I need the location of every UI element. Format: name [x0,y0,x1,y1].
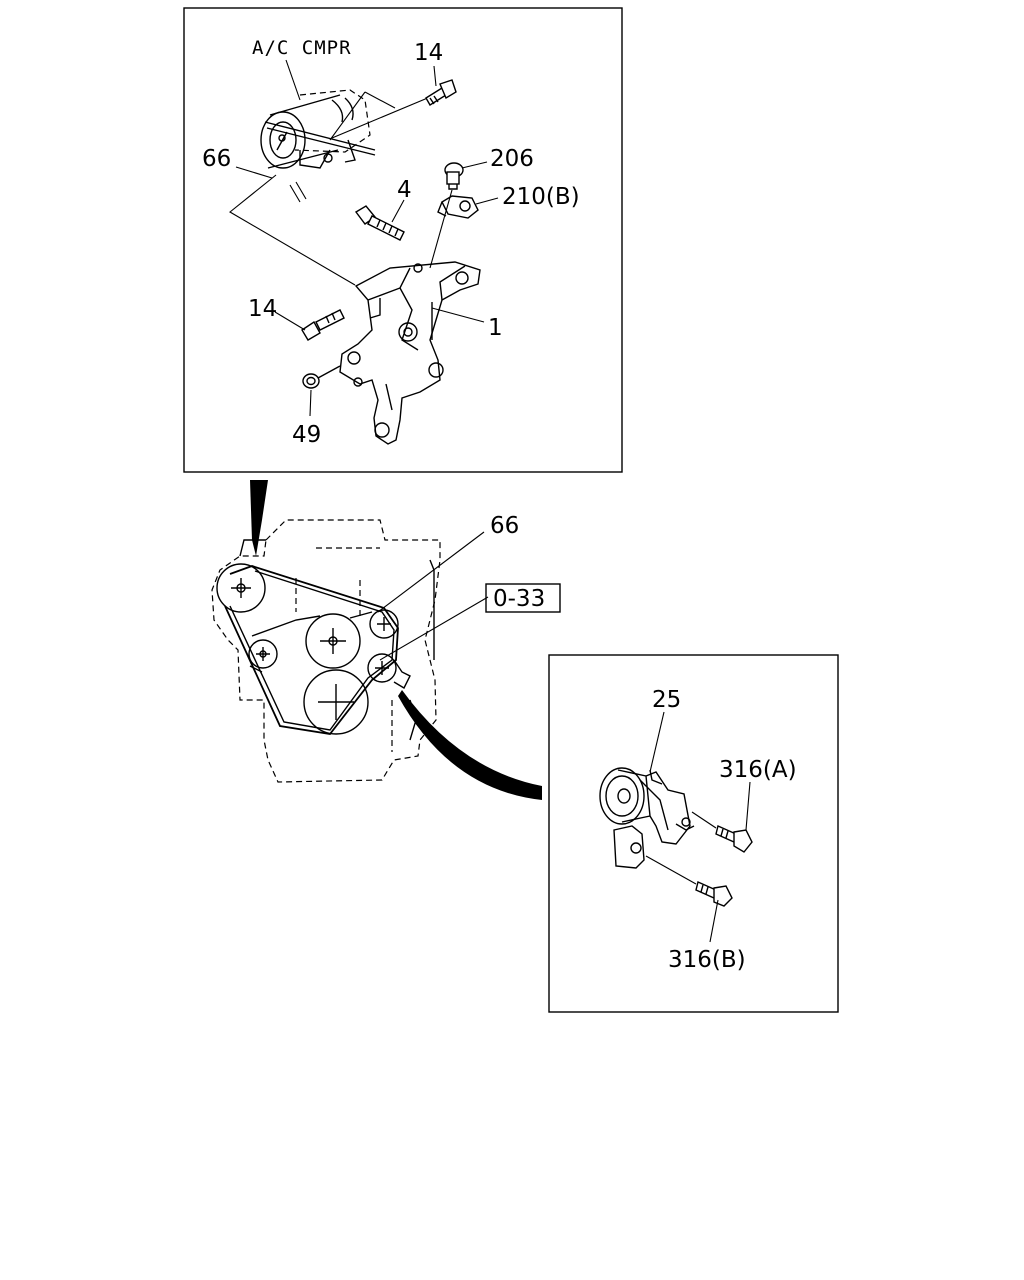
pulley-crank [303,669,369,735]
ref-box-033 [485,583,561,613]
label-1: 1 [488,315,503,341]
label-210b: 210(B) [502,184,580,210]
label-206: 206 [490,146,534,172]
bolt-4 [354,205,405,241]
inset-ac-bracket: A/C CMPR 14 206 210(B) 4 66 14 1 49 [183,7,623,473]
clip-210b [437,195,479,219]
label-316b: 316(B) [668,947,746,973]
pointer-wedge-top [250,480,268,556]
bolt-14-top [425,79,457,106]
bolt-316a [715,825,753,853]
inset-frame-top [183,7,623,473]
bolt-316b [695,881,733,907]
label-14-left: 14 [248,296,277,322]
label-66-belt: 66 [490,513,519,539]
pulley-tensioner [367,653,411,689]
drive-belt-66 [224,565,399,735]
inset-tensioner: 25 316(A) 316(B) [548,654,839,1013]
label-316a: 316(A) [719,757,797,783]
pointer-wedge-bottom [398,690,542,800]
inset-frame-bottom [548,654,839,1013]
tensioner-25 [599,767,695,869]
label-25: 25 [652,687,681,713]
label-ref-033: 0-33 [493,586,545,612]
pulley-center [305,613,361,669]
pulley-idler-upper [369,609,399,639]
pulley-left [248,639,278,669]
bracket-1 [339,261,481,445]
label-4: 4 [397,177,412,203]
ac-compressor [260,89,376,169]
engine-front: 66 0-33 [211,513,561,783]
label-49: 49 [292,422,321,448]
label-66-top: 66 [202,146,231,172]
pulley-ac [216,563,266,613]
label-14-top: 14 [414,40,443,66]
label-ac-cmpr: A/C CMPR [252,37,352,59]
nut-49 [302,365,341,389]
bolt-14-left [301,309,345,341]
plug-206 [444,162,464,190]
